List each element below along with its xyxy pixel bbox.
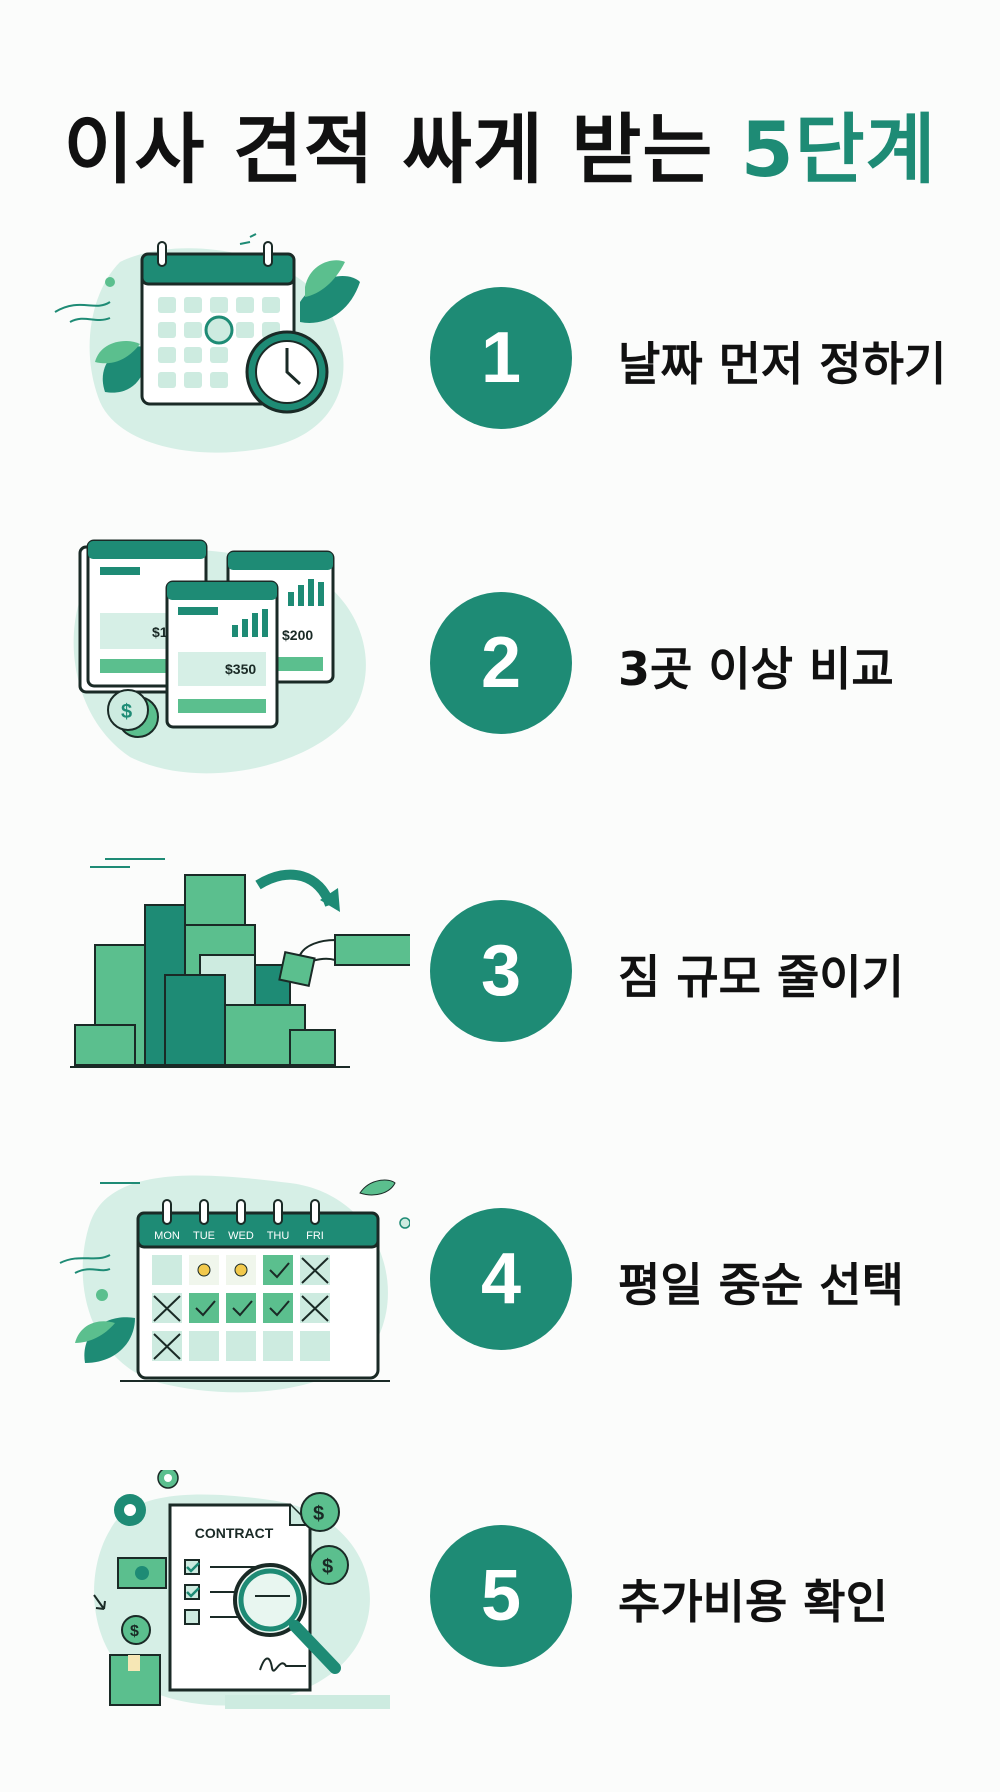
step-label: 3곳 이상 비교 <box>618 642 894 696</box>
step-3: 3 짐 규모 줄이기 <box>0 845 1000 1095</box>
dollar-sign: $ <box>130 1623 139 1640</box>
step-2: $1 $200 $350 $ 2 3곳 이상 비교 <box>0 537 1000 787</box>
price-label-2: $200 <box>282 627 313 643</box>
weekday-calendar-icon: MON TUE WED THU FRI <box>59 1175 410 1393</box>
step-number-badge: 2 <box>430 592 572 734</box>
dollar-sign: $ <box>121 701 132 723</box>
day-label-mon: MON <box>154 1230 180 1242</box>
price-label-1: $1 <box>152 624 168 640</box>
step-label: 추가비용 확인 <box>618 1575 888 1629</box>
step-label: 날짜 먼저 정하기 <box>618 337 947 391</box>
price-label-3: $350 <box>225 661 256 677</box>
dollar-sign: $ <box>313 1503 324 1525</box>
step-label: 짐 규모 줄이기 <box>618 950 904 1004</box>
step-1: 1 날짜 먼저 정하기 <box>0 232 1000 482</box>
day-label-thu: THU <box>267 1230 290 1242</box>
boxes-reduction-icon <box>70 858 410 1068</box>
quote-comparison-icon: $1 $200 $350 $ <box>73 539 366 774</box>
title-accent: 5단계 <box>740 105 937 194</box>
page-title: 이사 견적 싸게 받는 5단계 <box>0 88 1000 198</box>
day-label-tue: TUE <box>193 1230 215 1242</box>
step-number-badge: 4 <box>430 1208 572 1350</box>
calendar-clock-icon <box>54 233 360 453</box>
step-number-badge: 5 <box>430 1525 572 1667</box>
day-label-fri: FRI <box>306 1230 324 1242</box>
contract-magnifier-icon: CONTRACT $ $ $ <box>93 1470 390 1709</box>
step-label: 평일 중순 선택 <box>618 1258 904 1312</box>
step-number-badge: 3 <box>430 900 572 1042</box>
step-5: CONTRACT $ $ $ 5 추가비용 확인 <box>0 1470 1000 1720</box>
step-number-badge: 1 <box>430 287 572 429</box>
contract-title: CONTRACT <box>195 1525 274 1541</box>
title-main: 이사 견적 싸게 받는 <box>63 105 741 194</box>
step-4: MON TUE WED THU FRI 4 평일 중순 선택 <box>0 1153 1000 1403</box>
day-label-wed: WED <box>228 1230 254 1242</box>
dollar-sign: $ <box>322 1556 333 1578</box>
